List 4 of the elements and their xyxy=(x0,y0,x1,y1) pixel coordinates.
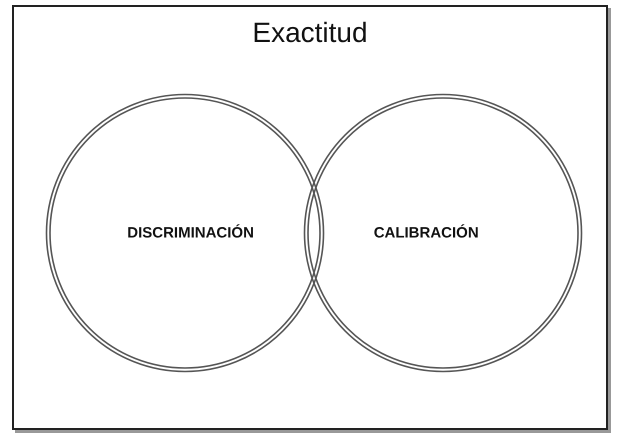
circle-label: DISCRIMINACIÓN xyxy=(127,224,254,242)
circle-label: CALIBRACIÓN xyxy=(374,224,479,242)
frame-panel xyxy=(12,5,608,430)
panel-heading: Exactitud xyxy=(252,17,368,49)
